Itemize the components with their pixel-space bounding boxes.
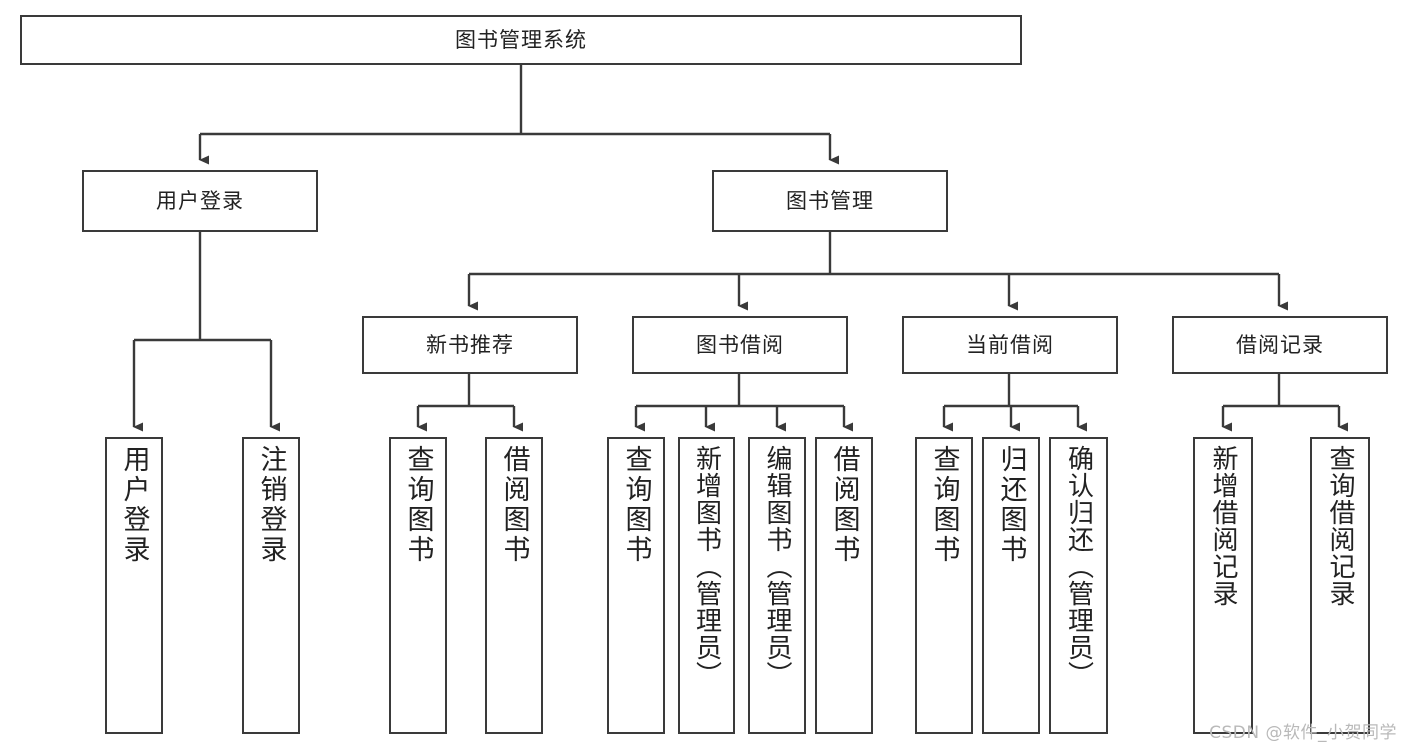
leaf-edit-book-admin[interactable]: 编辑图书（管理员） bbox=[748, 437, 806, 734]
leaf-query-books-borrow[interactable]: 查询图书 bbox=[607, 437, 665, 734]
node-label: 新增图书（管理员） bbox=[691, 445, 722, 688]
node-label: 新增借阅记录 bbox=[1208, 445, 1238, 607]
node-new-book-recommendation[interactable]: 新书推荐 bbox=[362, 316, 578, 374]
node-label: 借阅图书 bbox=[498, 445, 530, 565]
csdn-watermark: CSDN @软件_小贺同学 bbox=[1209, 723, 1397, 743]
leaf-confirm-return-admin[interactable]: 确认归还（管理员） bbox=[1049, 437, 1108, 734]
node-label: 借阅记录 bbox=[1236, 332, 1324, 357]
node-label: 当前借阅 bbox=[966, 332, 1054, 357]
node-label: 确认归还（管理员） bbox=[1063, 445, 1094, 688]
node-label: 编辑图书（管理员） bbox=[762, 445, 792, 688]
node-borrow-records[interactable]: 借阅记录 bbox=[1172, 316, 1388, 374]
node-book-management[interactable]: 图书管理 bbox=[712, 170, 948, 232]
node-current-borrowing[interactable]: 当前借阅 bbox=[902, 316, 1118, 374]
node-label: 查询借阅记录 bbox=[1325, 445, 1355, 607]
leaf-borrow-books[interactable]: 借阅图书 bbox=[815, 437, 873, 734]
node-label: 借阅图书 bbox=[828, 445, 860, 565]
node-label: 图书管理 bbox=[786, 188, 874, 213]
leaf-query-books-recommend[interactable]: 查询图书 bbox=[389, 437, 447, 734]
node-label: 查询图书 bbox=[402, 445, 434, 565]
leaf-user-login[interactable]: 用户登录 bbox=[105, 437, 163, 734]
node-label: 归还图书 bbox=[995, 445, 1027, 565]
leaf-query-books-current[interactable]: 查询图书 bbox=[915, 437, 973, 734]
leaf-query-borrow-record[interactable]: 查询借阅记录 bbox=[1310, 437, 1370, 734]
leaf-add-borrow-record[interactable]: 新增借阅记录 bbox=[1193, 437, 1253, 734]
node-label: 用户登录 bbox=[118, 445, 150, 565]
node-label: 图书管理系统 bbox=[455, 27, 587, 52]
node-user-login[interactable]: 用户登录 bbox=[82, 170, 318, 232]
node-label: 图书借阅 bbox=[696, 332, 784, 357]
leaf-add-book-admin[interactable]: 新增图书（管理员） bbox=[678, 437, 735, 734]
node-label: 查询图书 bbox=[620, 445, 652, 565]
node-label: 查询图书 bbox=[928, 445, 960, 565]
node-book-borrowing[interactable]: 图书借阅 bbox=[632, 316, 848, 374]
leaf-return-books[interactable]: 归还图书 bbox=[982, 437, 1040, 734]
node-label: 用户登录 bbox=[156, 188, 244, 213]
node-label: 注销登录 bbox=[255, 445, 287, 565]
leaf-borrow-books-recommend[interactable]: 借阅图书 bbox=[485, 437, 543, 734]
node-label: 新书推荐 bbox=[426, 332, 514, 357]
leaf-logout[interactable]: 注销登录 bbox=[242, 437, 300, 734]
node-root-library-system[interactable]: 图书管理系统 bbox=[20, 15, 1022, 65]
